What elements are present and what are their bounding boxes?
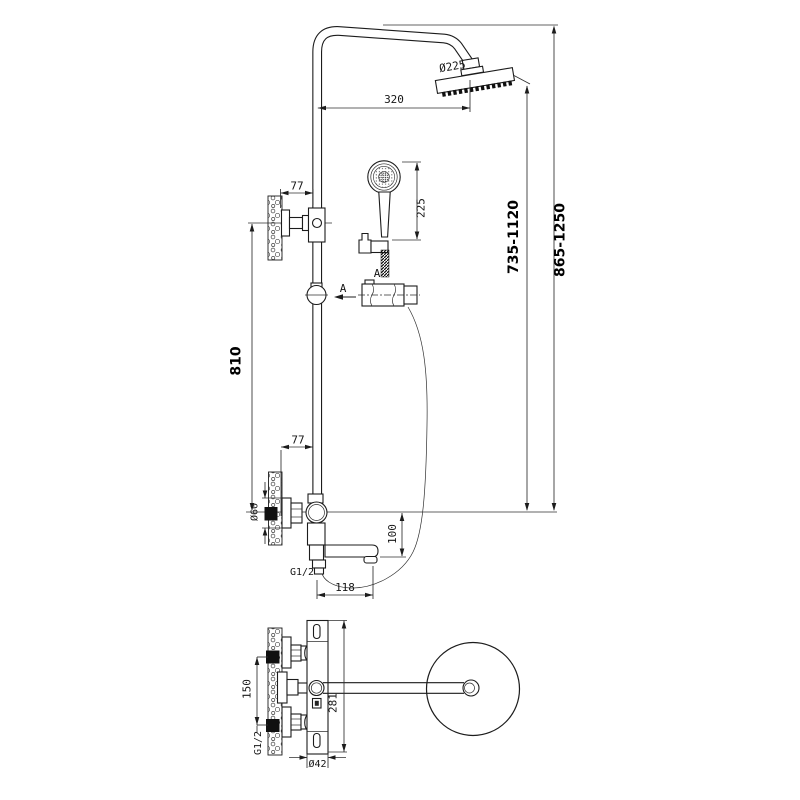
plan-arm-pipe [323,679,480,697]
hand-shower-holder [370,240,389,254]
valve-body [305,501,328,524]
dim-spout-reach: 118 [316,566,374,599]
riser-and-arm-pipe [312,26,475,504]
front-view: Ø225 320 735-1120 865-1250 [229,24,569,599]
inlet-thread-label: G1/2 [253,731,264,755]
spout [324,544,379,558]
dim-bar-length: 810 [229,223,255,511]
mixer-valve-assembly: G1/2 [264,471,379,578]
body-diameter-label: Ø42 [308,758,326,770]
dim-inlet-spacing: 150 [241,656,268,726]
hand-shower [358,160,401,278]
upper-wall-section [267,195,283,261]
plan-mixer-body [306,619,329,755]
dim-arm-reach: 320 [317,80,471,112]
dim-flange-diameter: Ø60 [249,482,282,544]
riser-height-range-label: 735-1120 [506,200,522,274]
dim-upper-bracket-offset: 77 [280,180,314,208]
valve-handle-hex [290,502,303,524]
plan-center-outlet [276,671,309,704]
dim-body-diameter: Ø42 [289,754,346,770]
slider-ring [305,282,328,306]
flexible-hose [321,306,428,589]
hand-shower-spray-center [378,171,390,183]
dim-body-length: 281 [327,620,347,753]
bar-length-label: 810 [229,346,245,375]
shower-head-nozzles [441,80,513,97]
valve-lower-body [306,522,326,546]
plan-lower-inlet [266,706,313,738]
plan-overhead-shower [425,641,521,737]
upper-bracket-offset-label: 77 [290,180,303,193]
wall-inlet [264,507,278,521]
upper-wall-bracket [267,195,326,261]
outlet-thread-label: G1/2 [290,567,314,578]
inlet-spacing-label: 150 [241,679,254,699]
plan-view: 150 G1/2 281 Ø42 [241,619,521,770]
hand-shower-holder-hook [358,232,372,254]
body-length-label: 281 [327,693,340,713]
overhead-shower: Ø225 [434,57,516,97]
hand-shower-handle [378,191,391,238]
section-cut-marker: A [334,282,356,300]
head-diameter-label: Ø225 [438,58,466,75]
dim-handshower-length: 225 [392,161,428,241]
handshower-length-label: 225 [415,198,428,218]
plan-diverter-detail [314,700,319,706]
outlet-nut [311,559,327,569]
slider-section-detail: A [358,267,420,307]
plan-inlet-thread: G1/2 [253,725,264,755]
arm-reach-label: 320 [384,93,404,106]
hose-connection [380,249,390,278]
escutcheon-flange [281,497,292,529]
spout-drop-label: 100 [386,524,399,544]
section-cut-label: A [340,282,347,295]
flange-diameter-label: Ø60 [249,503,261,521]
dim-spout-drop: 100 [380,513,406,558]
upper-bracket-pivot [311,217,323,229]
spout-nozzle [363,555,378,564]
section-view-label: A [374,267,381,280]
shower-head-body [434,67,516,97]
spout-reach-label: 118 [335,581,355,594]
overall-height-range-label: 865-1250 [553,203,569,277]
lower-bracket-offset-label: 77 [291,434,304,447]
dim-overall-heights: 735-1120 865-1250 [383,24,569,511]
